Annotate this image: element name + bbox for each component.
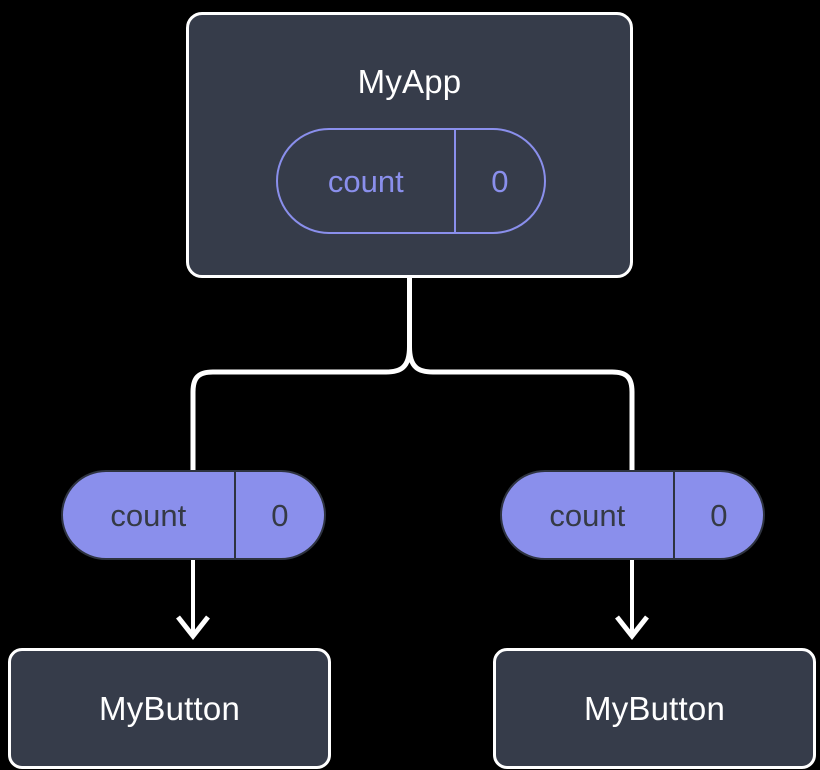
component-node-mybutton-right[interactable]: MyButton bbox=[493, 648, 816, 769]
component-node-mybutton-left[interactable]: MyButton bbox=[8, 648, 331, 769]
state-pill-key: count bbox=[327, 163, 404, 199]
component-label-mybutton-right: MyButton bbox=[584, 690, 725, 727]
component-label-mybutton-left: MyButton bbox=[99, 690, 240, 727]
edge-fork-right bbox=[407, 346, 635, 470]
edge-fork-left bbox=[190, 346, 412, 470]
state-pill-value: 0 bbox=[453, 130, 544, 232]
prop-pill-key: count bbox=[110, 497, 187, 533]
component-label-myapp: MyApp bbox=[357, 63, 462, 100]
prop-pill-left-count[interactable]: count 0 bbox=[61, 470, 326, 560]
state-pill-myapp-count[interactable]: count 0 bbox=[276, 128, 546, 234]
prop-pill-key: count bbox=[549, 497, 626, 533]
arrow-head-left-icon bbox=[176, 615, 210, 641]
prop-pill-value: 0 bbox=[233, 472, 324, 558]
prop-pill-value: 0 bbox=[672, 472, 763, 558]
prop-pill-right-count[interactable]: count 0 bbox=[500, 470, 765, 560]
arrow-head-right-icon bbox=[615, 615, 649, 641]
